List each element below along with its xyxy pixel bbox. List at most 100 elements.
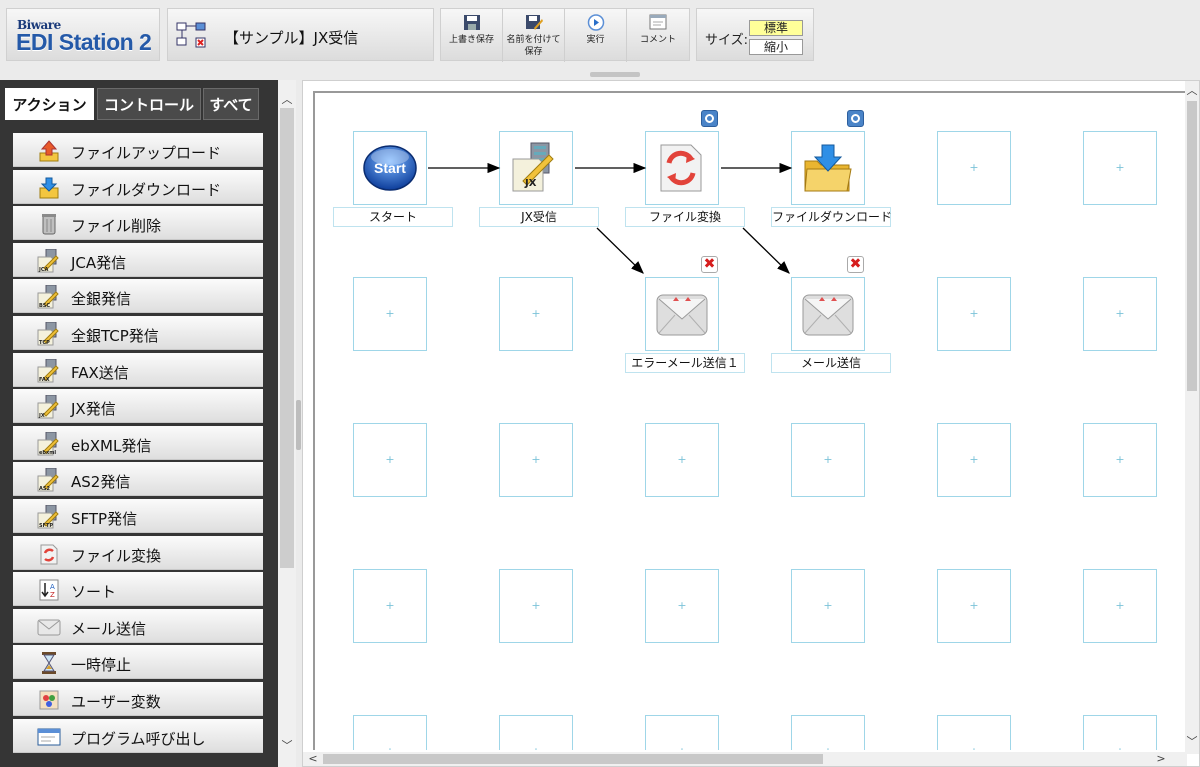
action-item-label: ebXML発信 <box>71 436 152 455</box>
action-item[interactable]: ebxml ebXML発信 <box>13 425 263 460</box>
empty-grid-cell[interactable]: + <box>937 569 1011 643</box>
start-node-icon[interactable]: Start <box>363 141 417 195</box>
action-item[interactable]: TCP 全銀TCP発信 <box>13 316 263 350</box>
empty-grid-cell[interactable]: + <box>1083 131 1157 205</box>
error-mail-node-icon[interactable] <box>655 287 709 341</box>
empty-grid-cell[interactable]: + <box>1083 277 1157 351</box>
empty-grid-cell[interactable]: + <box>645 423 719 497</box>
tab-all[interactable]: すべて <box>203 88 259 120</box>
svg-text:FAX: FAX <box>39 377 50 383</box>
download-node-icon[interactable] <box>801 141 855 195</box>
action-item-label: ファイルアップロード <box>71 144 222 162</box>
empty-grid-cell[interactable]: + <box>499 569 573 643</box>
canvas-horizontal-scrollbar[interactable]: < > <box>303 752 1187 766</box>
empty-grid-cell[interactable]: + <box>499 277 573 351</box>
action-item[interactable]: ファイル削除 <box>13 206 263 241</box>
action-item[interactable]: ファイルダウンロード <box>13 169 263 204</box>
empty-grid-cell[interactable]: + <box>791 423 865 497</box>
convert-node-label[interactable]: ファイル変換 <box>625 207 745 227</box>
empty-grid-cell[interactable]: + <box>937 277 1011 351</box>
empty-grid-cell[interactable]: + <box>791 715 865 750</box>
palette-scroll-thumb[interactable] <box>280 108 294 568</box>
mail-node-icon[interactable] <box>801 287 855 341</box>
canvas-scroll-up-icon[interactable]: ︿ <box>1186 84 1198 97</box>
empty-grid-cell[interactable]: + <box>353 277 427 351</box>
canvas-vertical-scroll-thumb[interactable] <box>1187 101 1197 391</box>
action-item[interactable]: メール送信 <box>13 608 263 643</box>
empty-grid-cell[interactable]: + <box>353 715 427 750</box>
empty-grid-cell[interactable]: + <box>937 131 1011 205</box>
success-status-icon[interactable] <box>847 110 864 127</box>
flow-node-cell[interactable] <box>645 131 719 205</box>
add-cell-icon: + <box>385 453 395 466</box>
empty-grid-cell[interactable]: + <box>645 569 719 643</box>
convert-icon <box>40 544 58 565</box>
success-status-icon[interactable] <box>701 110 718 127</box>
action-item-label: 一時停止 <box>71 656 132 675</box>
empty-grid-cell[interactable]: + <box>353 423 427 497</box>
horizontal-splitter-handle[interactable] <box>590 72 640 77</box>
error-status-icon[interactable]: ✖ <box>847 256 864 273</box>
download-node-label[interactable]: ファイルダウンロード <box>771 207 892 227</box>
comment-button[interactable]: コメント <box>627 9 689 62</box>
empty-grid-cell[interactable]: + <box>937 715 1011 750</box>
size-small-button[interactable]: 縮小 <box>749 39 803 55</box>
action-item[interactable]: ファイルアップロード <box>13 133 263 167</box>
empty-grid-cell[interactable]: + <box>353 569 427 643</box>
variable-icon <box>39 690 59 710</box>
action-item[interactable]: 一時停止 <box>13 645 263 680</box>
jx-node-label[interactable]: JX受信 <box>479 207 599 227</box>
action-item[interactable]: ユーザー変数 <box>13 682 263 716</box>
convert-node-icon[interactable] <box>655 141 709 195</box>
empty-grid-cell[interactable]: + <box>1083 569 1157 643</box>
flow-title-box: 【サンプル】JX受信 <box>167 8 434 61</box>
palette-scrollbar[interactable]: ︿ ﹀ <box>278 80 296 767</box>
size-normal-button[interactable]: 標準 <box>749 20 803 36</box>
empty-grid-cell[interactable]: + <box>937 423 1011 497</box>
jx-node-icon[interactable]: JX <box>509 141 563 195</box>
zengin-tcp-icon: TCP <box>37 322 59 346</box>
error-status-icon[interactable]: ✖ <box>701 256 718 273</box>
empty-grid-cell[interactable]: + <box>499 423 573 497</box>
action-item-label: 全銀TCP発信 <box>71 327 159 345</box>
scroll-down-icon[interactable]: ﹀ <box>281 739 293 752</box>
scroll-up-icon[interactable]: ︿ <box>281 93 293 106</box>
empty-grid-cell[interactable]: + <box>645 715 719 750</box>
canvas-horizontal-scroll-thumb[interactable] <box>323 754 823 764</box>
logo-company: Biware <box>17 18 61 32</box>
canvas-vertical-scrollbar[interactable]: ︿ ﹀ <box>1185 81 1199 754</box>
mail-node-label[interactable]: メール送信 <box>771 353 891 373</box>
canvas-scroll-right-icon[interactable]: > <box>1156 752 1166 765</box>
save-as-button[interactable]: 名前を付けて保存 <box>503 9 565 62</box>
empty-grid-cell[interactable]: + <box>1083 715 1157 750</box>
svg-text:TCP: TCP <box>39 340 50 346</box>
start-node-label[interactable]: スタート <box>333 207 453 227</box>
svg-text:ebxml: ebxml <box>39 450 56 456</box>
vertical-splitter-handle[interactable] <box>296 400 301 450</box>
add-cell-icon: + <box>531 453 541 466</box>
run-button[interactable]: 実行 <box>565 9 627 62</box>
tab-action[interactable]: アクション <box>5 88 94 120</box>
overwrite-save-button[interactable]: 上書き保存 <box>441 9 503 62</box>
add-cell-icon: + <box>823 453 833 466</box>
empty-grid-cell[interactable]: + <box>499 715 573 750</box>
flow-canvas[interactable]: + + + + + + + + + + + + + + + + + + + + + + + + Start <box>313 91 1189 750</box>
action-item[interactable]: ファイル変換 <box>13 535 263 570</box>
add-cell-icon: + <box>938 716 1010 750</box>
canvas-scroll-left-icon[interactable]: < <box>308 752 318 765</box>
error-mail-node-label[interactable]: エラーメール送信１ <box>625 353 745 373</box>
empty-grid-cell[interactable]: + <box>791 569 865 643</box>
action-item-label: AS2発信 <box>71 473 131 492</box>
canvas-scroll-down-icon[interactable]: ﹀ <box>1186 735 1198 748</box>
empty-grid-cell[interactable]: + <box>1083 423 1157 497</box>
tab-control[interactable]: コントロール <box>97 88 201 120</box>
action-item[interactable]: プログラム呼び出し <box>13 718 263 753</box>
add-cell-icon: + <box>385 599 395 612</box>
